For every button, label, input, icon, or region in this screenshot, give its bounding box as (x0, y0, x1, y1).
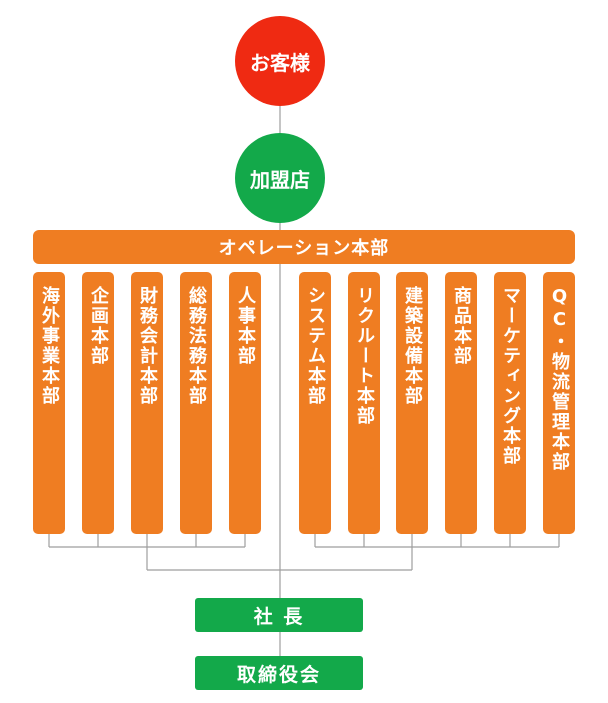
dept-box-systems: システム本部 (299, 272, 331, 534)
dept-box-marketing: マーケティング本部 (494, 272, 526, 534)
dept-label: QC・物流管理本部 (549, 286, 570, 472)
dept-label: マーケティング本部 (500, 286, 521, 466)
dept-label: リクルート本部 (354, 286, 375, 426)
dept-box-recruit: リクルート本部 (348, 272, 380, 534)
dept-box-finance: 財務会計本部 (131, 272, 163, 534)
dept-box-products: 商品本部 (445, 272, 477, 534)
dept-box-construction: 建築設備本部 (396, 272, 428, 534)
dept-box-qc-logistics: QC・物流管理本部 (543, 272, 575, 534)
dept-label: 商品本部 (451, 286, 472, 366)
dept-box-hr: 人事本部 (229, 272, 261, 534)
operations-division-bar: オペレーション本部 (33, 230, 575, 264)
board-of-directors-bar: 取締役会 (195, 656, 363, 690)
dept-label: 建築設備本部 (402, 286, 423, 406)
dept-label: 人事本部 (235, 286, 256, 366)
dept-label: 総務法務本部 (186, 286, 207, 406)
dept-box-general-affairs: 総務法務本部 (180, 272, 212, 534)
president-bar: 社 長 (195, 598, 363, 632)
dept-label: 海外事業本部 (39, 286, 60, 406)
customer-node: お客様 (235, 16, 325, 106)
dept-label: 財務会計本部 (137, 286, 158, 406)
dept-label: システム本部 (305, 286, 326, 406)
franchise-node: 加盟店 (235, 133, 325, 223)
dept-box-planning: 企画本部 (82, 272, 114, 534)
dept-label: 企画本部 (88, 286, 109, 366)
dept-box-overseas: 海外事業本部 (33, 272, 65, 534)
